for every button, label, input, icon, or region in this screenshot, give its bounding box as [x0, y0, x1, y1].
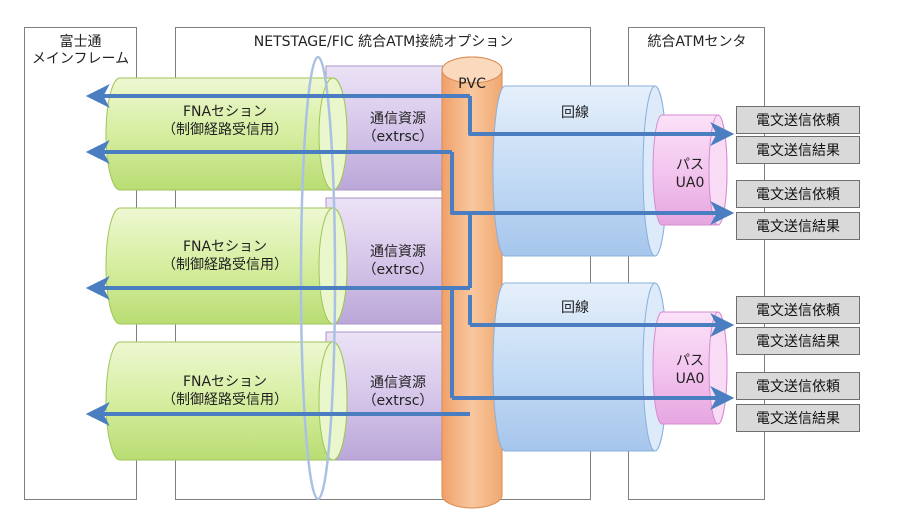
fna-session-purpose: （制御経路受信用） — [162, 122, 288, 138]
fna-session-name: FNAセション — [182, 374, 268, 390]
arrow-to-atm-1 — [468, 96, 735, 146]
flow-arrows — [85, 84, 735, 426]
comm-resource-id: （extrsc） — [362, 129, 434, 145]
comm-resource-id: （extrsc） — [362, 393, 434, 409]
fna-session-name: FNAセション — [182, 239, 268, 255]
path-id: UA0 — [675, 175, 705, 191]
atm-center-title: 統合ATMセンタ — [647, 34, 747, 50]
fna-session-label-1: FNAセション （制御経路受信用） — [130, 103, 320, 139]
comm-resource-label-2: 通信資源 （extrsc） — [348, 243, 448, 279]
message-send-request-2: 電文送信依頼 — [736, 180, 860, 208]
fna-session-name: FNAセション — [182, 104, 268, 120]
path-id: UA0 — [675, 371, 705, 387]
fna-session-label-3: FNAセション （制御経路受信用） — [130, 373, 320, 409]
comm-resource-label-3: 通信資源 （extrsc） — [348, 374, 448, 410]
mainframe-title-line1: 富士通 — [59, 34, 102, 50]
path-label-2: パス UA0 — [664, 352, 716, 388]
fna-session-purpose: （制御経路受信用） — [162, 392, 288, 408]
netstage-title: NETSTAGE/FIC 統合ATM接続オプション — [253, 34, 514, 50]
fna-session-label-2: FNAセション （制御経路受信用） — [130, 238, 320, 274]
message-send-result-3: 電文送信結果 — [736, 327, 860, 355]
mainframe-title: 富士通 メインフレーム — [24, 34, 137, 68]
message-send-result-4: 電文送信結果 — [736, 404, 860, 432]
message-send-result-2: 電文送信結果 — [736, 212, 860, 240]
path-name: パス — [676, 353, 704, 369]
fna-session-cylinder-1 — [105, 77, 348, 191]
mainframe-title-line2: メインフレーム — [31, 51, 130, 67]
comm-resource-id: （extrsc） — [362, 262, 434, 278]
fna-session-purpose: （制御経路受信用） — [162, 257, 288, 273]
comm-resource-name: 通信資源 — [370, 375, 426, 391]
comm-resource-label-1: 通信資源 （extrsc） — [348, 110, 448, 146]
message-send-result-1: 電文送信結果 — [736, 136, 860, 164]
comm-resource-name: 通信資源 — [370, 111, 426, 127]
arrow-to-atm-2 — [450, 152, 735, 225]
path-name: パス — [676, 157, 704, 173]
message-send-request-1: 電文送信依頼 — [736, 106, 860, 134]
comm-resource-name: 通信資源 — [370, 244, 426, 260]
path-label-1: パス UA0 — [664, 156, 716, 192]
pvc-label: PVC — [458, 76, 486, 92]
message-send-request-4: 電文送信依頼 — [736, 372, 860, 400]
circuit-label-2: 回線 — [561, 300, 589, 316]
session-bundle-ring — [299, 55, 337, 501]
message-send-request-3: 電文送信依頼 — [736, 296, 860, 324]
fna-session-cylinder-2 — [105, 207, 348, 325]
circuit-label-1: 回線 — [561, 105, 589, 121]
